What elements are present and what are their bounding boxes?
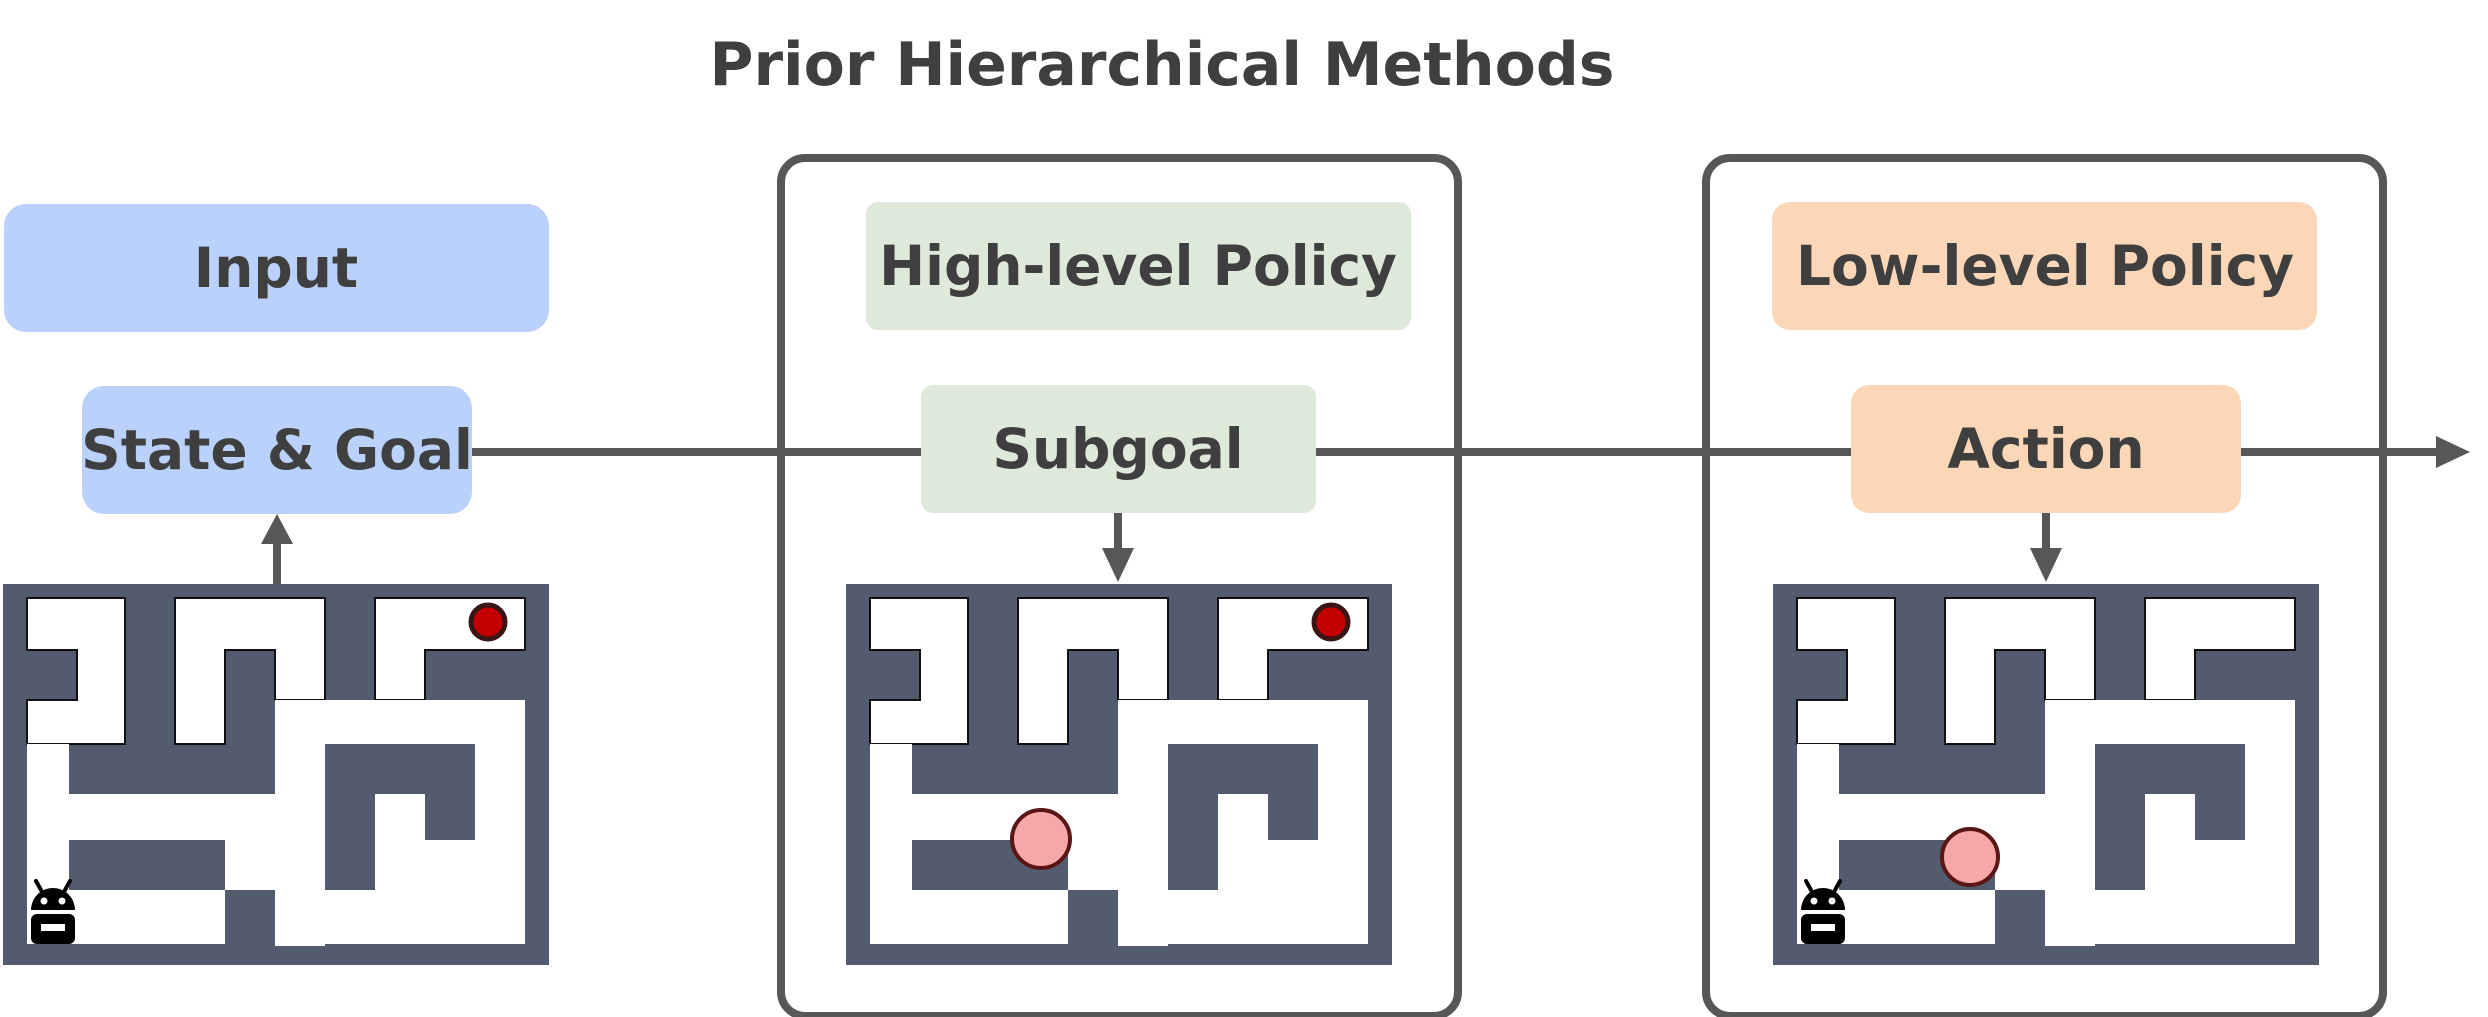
state-goal-label: State & Goal [81,418,473,482]
subgoal-label: Subgoal [992,417,1243,481]
high-level-container [777,154,1462,1017]
low-level-policy-label: Low-level Policy [1796,234,2294,298]
up-arrow-head [261,514,293,544]
subgoal-marker-icon [1010,808,1072,870]
subgoal-marker-icon [1940,827,2000,887]
input-header-label: Input [194,236,358,300]
high-level-policy-label: High-level Policy [879,234,1397,298]
goal-marker-icon [1311,602,1351,642]
state-goal-box [82,386,472,514]
subgoal-box [921,385,1316,513]
high-level-policy-box [866,202,1411,330]
flow-arrowhead [2436,436,2470,468]
low-level-policy-box [1772,202,2317,330]
input-header-box [4,204,549,332]
action-box [1851,385,2241,513]
low-level-container [1702,154,2387,1017]
high-level-maze [845,583,1393,966]
action-label: Action [1947,417,2144,481]
goal-marker-icon [468,602,508,642]
diagram-title: Prior Hierarchical Methods [709,30,1614,100]
input-maze [2,583,550,966]
subgoal-down-head [1102,548,1134,582]
low-level-maze [1772,583,2320,966]
action-down-head [2030,548,2062,582]
